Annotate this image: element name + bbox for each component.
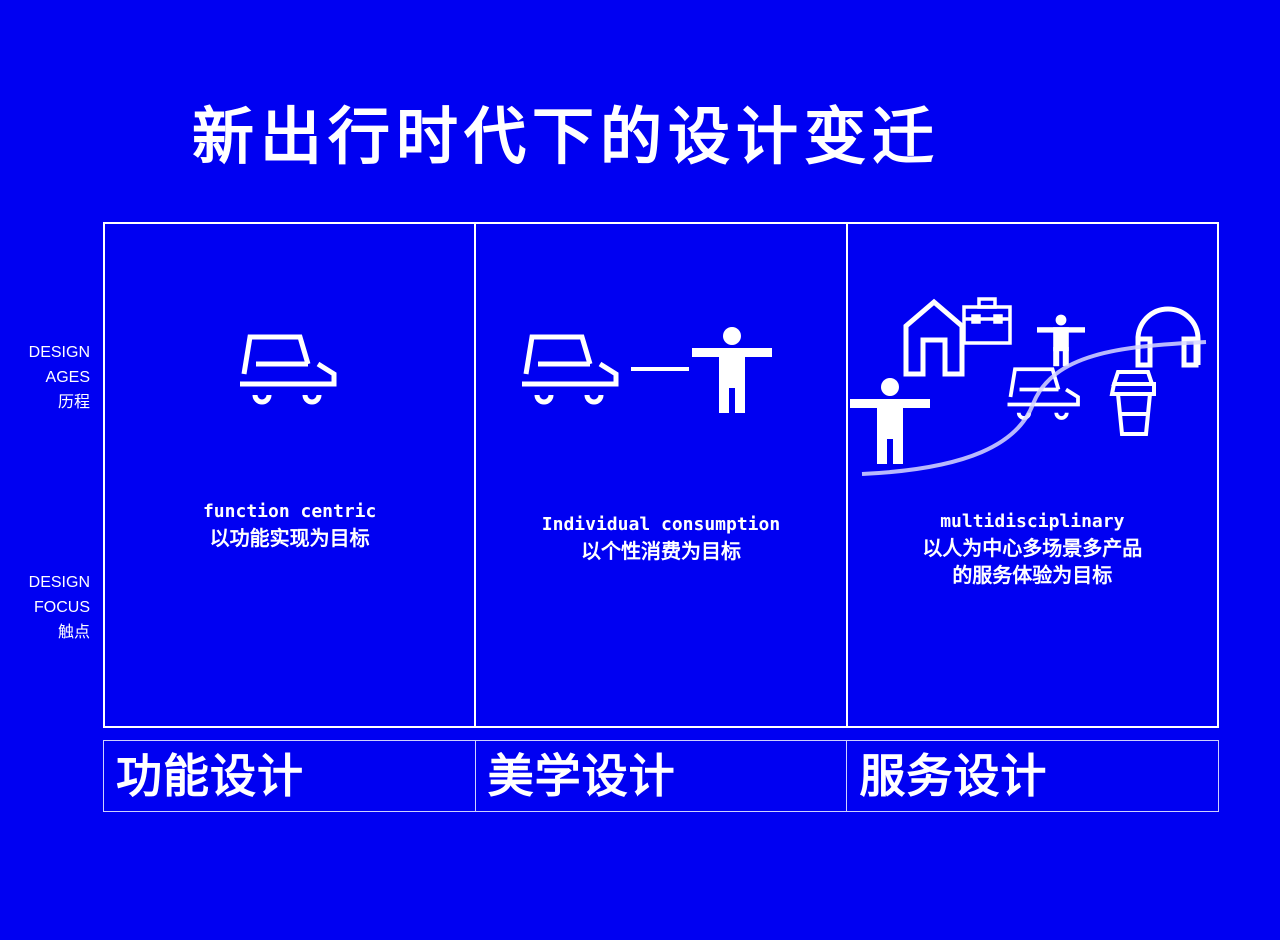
person-icon bbox=[692, 327, 773, 413]
caption-zh: 以人为中心多场景多产品 bbox=[922, 536, 1143, 560]
caption-en: multidisciplinary bbox=[940, 511, 1125, 532]
stage-labels-row: 功能设计 美学设计 服务设计 bbox=[103, 740, 1219, 812]
caption-zh: 以功能实现为目标 bbox=[209, 526, 370, 550]
side-label-line: FOCUS bbox=[34, 599, 90, 616]
connector-line bbox=[631, 367, 690, 371]
car-icon bbox=[512, 322, 622, 412]
side-label-line: 历程 bbox=[57, 394, 90, 411]
page-title: 新出行时代下的设计变迁 bbox=[192, 100, 941, 173]
stage-column-function: function centric 以功能实现为目标 bbox=[105, 224, 477, 726]
car-icon bbox=[230, 322, 340, 412]
caption-en: Individual consumption bbox=[541, 514, 781, 535]
service-scene bbox=[849, 297, 1206, 476]
stage-label-function: 功能设计 bbox=[104, 741, 476, 811]
person-icon bbox=[1036, 314, 1085, 367]
stage-caption: multidisciplinary 以人为中心多场景多产品 的服务体验为目标 bbox=[848, 508, 1217, 589]
stage-column-service: multidisciplinary 以人为中心多场景多产品 的服务体验为目标 bbox=[848, 224, 1217, 726]
car-icon bbox=[1005, 367, 1080, 420]
side-label-line: DESIGN bbox=[28, 344, 90, 361]
stage-caption: Individual consumption 以个性消费为目标 bbox=[476, 511, 845, 565]
stage-column-aesthetic: Individual consumption 以个性消费为目标 bbox=[476, 224, 848, 726]
caption-zh: 以个性消费为目标 bbox=[580, 539, 741, 563]
design-ages-label: DESIGN AGES 历程 bbox=[29, 340, 90, 415]
design-stages-grid: function centric 以功能实现为目标 Individual con… bbox=[103, 222, 1219, 728]
side-label-line: 触点 bbox=[57, 624, 90, 641]
caption-zh: 的服务体验为目标 bbox=[952, 563, 1113, 587]
side-label-line: DESIGN bbox=[28, 574, 90, 591]
person-icon bbox=[849, 378, 930, 464]
cup-icon bbox=[1109, 370, 1156, 436]
headphones-icon bbox=[1135, 306, 1201, 368]
house-icon bbox=[903, 298, 965, 377]
journey-curve bbox=[861, 340, 1206, 476]
stage-label-aesthetic: 美学设计 bbox=[476, 741, 848, 811]
stage-label-service: 服务设计 bbox=[859, 749, 1048, 803]
briefcase-icon bbox=[961, 297, 1012, 345]
stage-caption: function centric 以功能实现为目标 bbox=[105, 498, 474, 552]
design-focus-label: DESIGN FOCUS 触点 bbox=[29, 570, 90, 645]
side-label-line: AGES bbox=[45, 369, 90, 386]
caption-en: function centric bbox=[202, 501, 377, 522]
